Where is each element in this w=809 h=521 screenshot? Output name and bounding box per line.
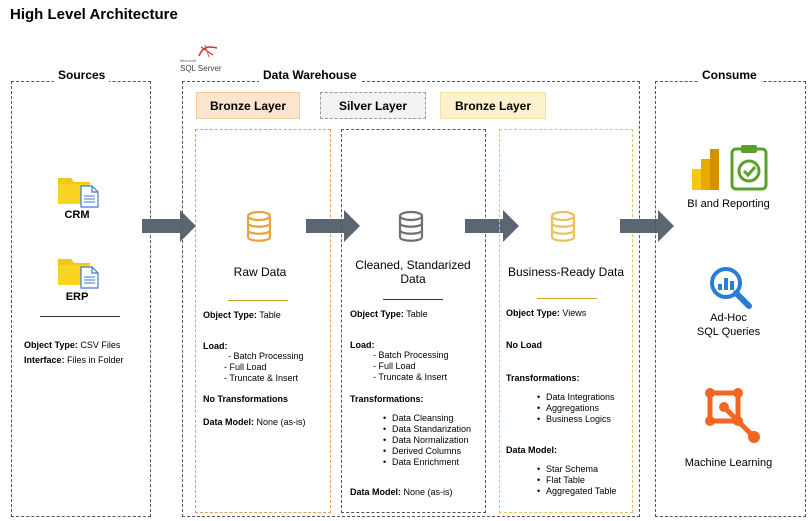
sources-heading: Sources — [54, 68, 110, 82]
list-item: Data Integrations — [537, 392, 614, 403]
bronze-load-label: Load: — [203, 341, 228, 351]
database-icon — [398, 210, 424, 242]
warehouse-section — [182, 81, 640, 517]
bronze-layer-badge: Bronze Layer — [196, 92, 300, 119]
list-item: Truncate & Insert — [224, 373, 298, 384]
bronze-load-list: Batch Processing — [228, 351, 304, 362]
list-item: Flat Table — [537, 475, 616, 486]
bronze-panel — [195, 129, 331, 513]
silver-load-label: Load: — [350, 340, 375, 350]
bronze-object-type: Object Type: Table — [203, 310, 281, 320]
consume-heading: Consume — [698, 68, 761, 82]
clipboard-check-icon — [730, 145, 768, 191]
list-item: Aggregated Table — [537, 486, 616, 497]
folder-file-icon — [58, 259, 99, 289]
bronze-transformations: No Transformations — [203, 394, 289, 404]
gold-data-model-label: Data Model: — [506, 445, 558, 455]
flow-arrow-icon — [465, 210, 519, 242]
gold-panel — [499, 129, 633, 513]
silver-transformations-list: Data Cleansing Data Standarization Data … — [383, 413, 471, 468]
machine-learning-icon — [705, 388, 760, 443]
list-item: Data Enrichment — [383, 457, 471, 468]
consume-ml-label: Machine Learning — [684, 457, 773, 469]
sources-interface: Interface: Files in Folder — [24, 355, 124, 365]
gold-load-label: No Load — [506, 340, 542, 350]
list-item: Batch Processing — [373, 350, 449, 361]
warehouse-heading: Data Warehouse — [259, 68, 361, 82]
silver-panel — [341, 129, 486, 513]
gold-transformations-list: Data Integrations Aggregations Business … — [537, 392, 615, 425]
list-item: Star Schema — [537, 464, 616, 475]
list-item: Data Standarization — [383, 424, 471, 435]
sources-object-type: Object Type: CSV Files — [24, 340, 121, 350]
flow-arrow-icon — [620, 210, 674, 242]
silver-title-rule — [383, 299, 443, 300]
list-item: Data Cleansing — [383, 413, 471, 424]
consume-bi-label: BI and Reporting — [687, 198, 770, 210]
gold-title-rule — [537, 298, 597, 299]
list-item: Derived Columns — [383, 446, 471, 457]
silver-data-model: Data Model: None (as-is) — [350, 487, 453, 497]
bronze-data-model: Data Model: None (as-is) — [203, 417, 306, 427]
power-bi-icon — [692, 149, 719, 190]
database-icon — [246, 210, 272, 242]
silver-title: Cleaned, Standarized Data — [355, 258, 471, 286]
gold-transformations-label: Transformations: — [506, 373, 580, 383]
bronze-title: Raw Data — [233, 265, 287, 279]
list-item: Business Logics — [537, 414, 615, 425]
bronze-title-rule — [228, 300, 288, 301]
gold-data-model-list: Star Schema Flat Table Aggregated Table — [537, 464, 616, 497]
gold-title: Business-Ready Data — [507, 265, 625, 279]
silver-layer-badge: Silver Layer — [320, 92, 426, 119]
silver-object-type: Object Type: Table — [350, 309, 428, 319]
silver-transformations-label: Transformations: — [350, 394, 424, 404]
list-item: Aggregations — [537, 403, 615, 414]
sql-server-label: SQL Server — [180, 64, 222, 73]
consume-sql-label: Ad-Hoc SQL Queries — [696, 312, 761, 338]
folder-file-icon — [58, 178, 99, 208]
sql-server-logo-icon — [198, 44, 218, 58]
gold-layer-badge: Bronze Layer — [440, 92, 546, 119]
list-item: Data Normalization — [383, 435, 471, 446]
silver-load-list: Batch Processing Full Load Truncate & In… — [373, 350, 449, 383]
flow-arrow-icon — [306, 210, 360, 242]
list-item: Truncate & Insert — [373, 372, 449, 383]
source-crm-label: CRM — [64, 209, 90, 221]
sources-divider — [40, 316, 120, 317]
database-icon — [550, 210, 576, 242]
list-item: Batch Processing — [228, 351, 304, 362]
sql-server-vendor: Microsoft — [180, 58, 197, 63]
page-title: High Level Architecture — [10, 6, 178, 23]
bronze-load-list-rest: Full Load Truncate & Insert — [224, 362, 298, 384]
source-erp-label: ERP — [65, 291, 89, 303]
sql-query-icon — [710, 267, 752, 309]
list-item: Full Load — [373, 361, 449, 372]
gold-object-type: Object Type: Views — [506, 308, 587, 318]
list-item: Full Load — [224, 362, 298, 373]
